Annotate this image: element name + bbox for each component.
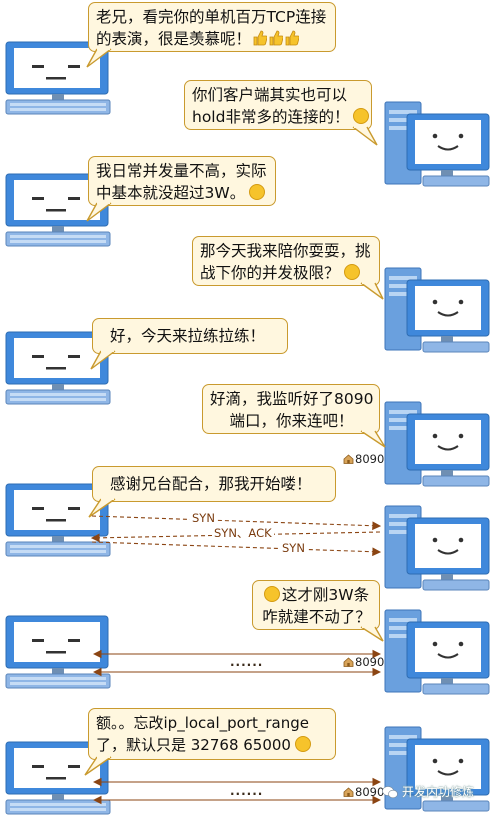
thumbs-up-icon: [285, 30, 300, 46]
bubble-line: 了，默认只是 32768 65000: [96, 736, 291, 754]
house-icon: [343, 454, 354, 464]
server-computer-icon: [384, 401, 490, 487]
port-number: 8090: [355, 655, 385, 669]
bubble-tail: [360, 281, 384, 300]
grin-emoji-icon: [343, 264, 360, 280]
house-icon: [343, 787, 354, 797]
port-label: 8090: [343, 786, 384, 799]
client-computer-icon: [5, 615, 111, 689]
ack-label: SYN: [280, 541, 307, 555]
crying-emoji-icon: [263, 586, 280, 602]
syn-label: SYN: [190, 511, 217, 525]
bubble-tail: [86, 201, 112, 222]
bubble-tail: [88, 497, 116, 518]
bubble-line: 端口，你来连吧！: [229, 412, 354, 430]
bubble-line: 咋就建不动了？: [262, 608, 371, 626]
bubble-line: 的表演，很是羡慕呢！: [96, 30, 252, 48]
synack-label: SYN、ACK: [212, 526, 274, 540]
bubble-line: 好，今天来拉练拉练！: [110, 327, 266, 345]
chat-bubble-client: 我日常并发量不高，实际 中基本就没超过3W。: [86, 156, 276, 222]
laugh-tears-emoji-icon: [249, 184, 266, 200]
bubble-line: 老兄，看完你的单机百万TCP连接: [96, 8, 327, 26]
chat-bubble-server: 额。。忘改ip_local_port_range 了，默认只是 32768 65…: [84, 708, 336, 776]
chat-bubble-server: 好滴，我监听好了8090 端口，你来连吧！: [202, 384, 386, 448]
port-number: 8090: [355, 452, 385, 466]
chat-bubble-server: 那今天我来陪你耍耍，挑 战下你的并发极限？: [192, 236, 384, 300]
port-label: 8090: [343, 656, 384, 669]
chat-bubble-client: 这才刚3W条 咋就建不动了？: [252, 580, 384, 642]
watermark: 开发内功修炼: [382, 783, 474, 800]
ellipsis-label: ......: [230, 655, 264, 669]
bubble-line: 那今天我来陪你耍耍，挑: [200, 242, 371, 260]
port-label: 8090: [343, 453, 384, 466]
bubble-tail: [84, 755, 112, 776]
chat-bubble-client: 好，今天来拉练拉练！: [90, 318, 288, 370]
bubble-tail: [360, 625, 384, 642]
bubble-line: 额。。忘改ip_local_port_range: [96, 714, 310, 732]
bubble-line: 我日常并发量不高，实际: [96, 162, 267, 180]
server-computer-icon: [384, 101, 490, 187]
ellipsis-label: ......: [230, 784, 264, 798]
bubble-line: 感谢兄台配合，那我开始喽！: [110, 475, 312, 493]
chat-bubble-server: 你们客户端其实也可以 hold非常多的连接的！: [184, 80, 378, 146]
bubble-tail: [86, 47, 112, 68]
bubble-line: hold非常多的连接的！: [192, 108, 350, 126]
server-computer-icon: [384, 267, 490, 353]
chat-bubble-client: 感谢兄台配合，那我开始喽！: [88, 466, 336, 518]
bubble-tail: [352, 125, 378, 146]
chat-bubble-client: 老兄，看完你的单机百万TCP连接 的表演，很是羡慕呢！: [86, 2, 336, 68]
bubble-line: 你们客户端其实也可以: [192, 86, 348, 104]
house-icon: [343, 657, 354, 667]
thumbs-up-icon: [269, 30, 284, 46]
bubble-line: 好滴，我监听好了8090: [210, 390, 374, 408]
watermark-text: 开发内功修炼: [402, 785, 475, 799]
grin-emoji-icon: [353, 108, 370, 124]
server-computer-icon: [384, 609, 490, 695]
port-number: 8090: [355, 785, 385, 799]
bubble-tail: [90, 349, 116, 370]
server-computer-icon: [384, 505, 490, 591]
bubble-line: 中基本就没超过3W。: [96, 184, 246, 202]
syn-arrow: [91, 515, 382, 531]
bubble-line: 战下你的并发极限？: [200, 264, 340, 282]
goofy-emoji-icon: [294, 736, 311, 752]
ack-arrow: [91, 541, 382, 557]
bubble-tail: [360, 429, 386, 448]
wechat-icon: [382, 785, 398, 798]
thumbs-up-icon: [253, 30, 268, 46]
bubble-line: 这才刚3W条: [281, 586, 370, 604]
